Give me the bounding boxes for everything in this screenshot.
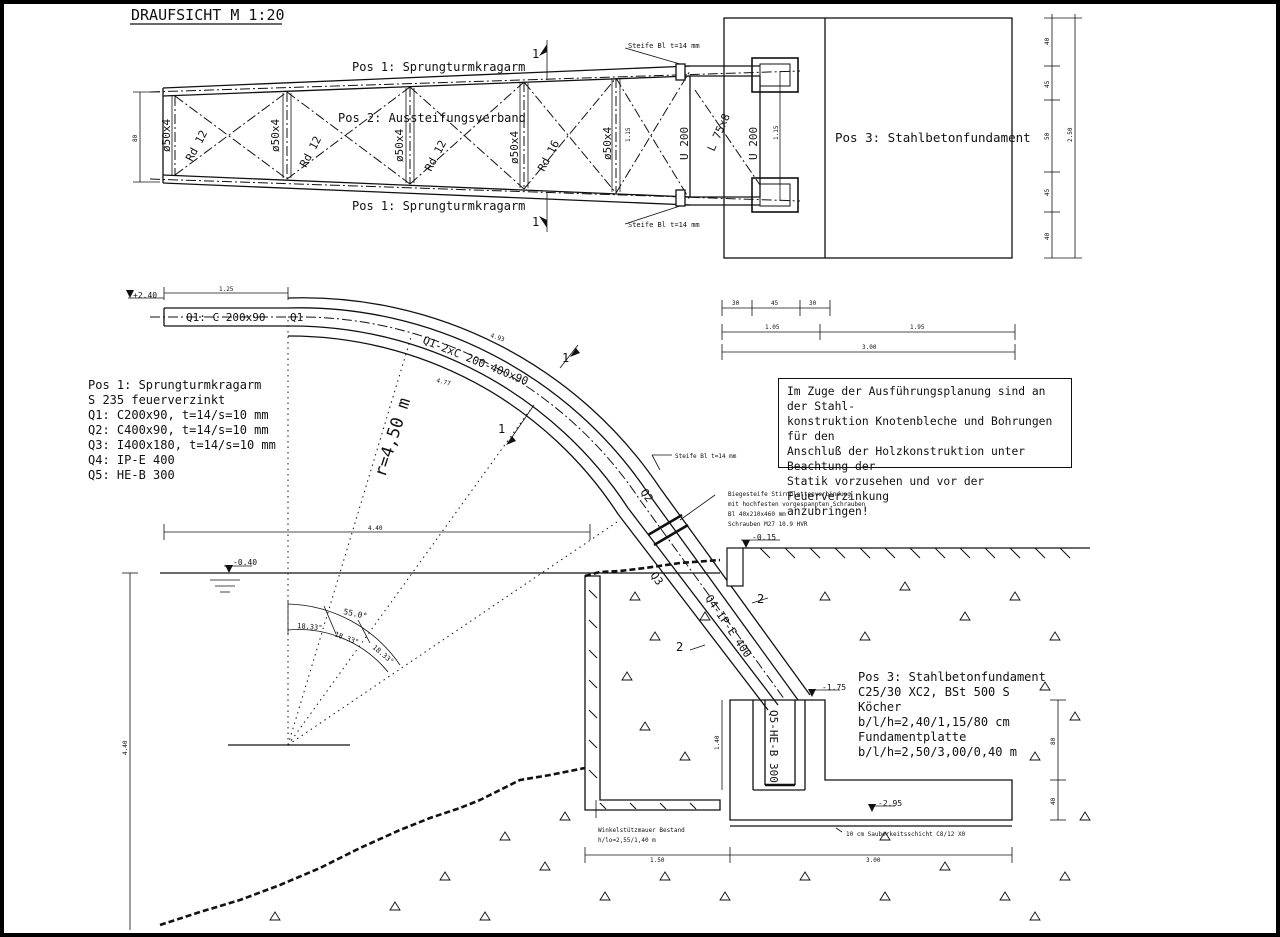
svg-text:Schrauben M27 10.9 HVR: Schrauben M27 10.9 HVR <box>728 521 808 528</box>
svg-text:40: 40 <box>1044 37 1051 45</box>
plan-pos3: Pos 3: Stahlbetonfundament <box>835 130 1031 145</box>
pos3-spec-line: Fundamentplatte <box>858 730 967 744</box>
pos1-spec-line: Q5: HE-B 300 <box>88 468 175 482</box>
plan-channel-1: U 200 <box>678 127 691 160</box>
elev-plate-level: -2.95 <box>878 799 902 808</box>
pos1-spec-line: Q1: C200x90, t=14/s=10 mm <box>88 408 269 422</box>
svg-text:3.00: 3.00 <box>862 344 877 351</box>
elev-arc-length: 4.93 <box>489 332 505 343</box>
plan-pos1-top: Pos 1: Sprungturmkragarm <box>352 60 525 74</box>
svg-text:mit hochfesten vorgespannten S: mit hochfesten vorgespannten Schrauben <box>728 501 866 508</box>
drawing-title: DRAUFSICHT M 1:20 <box>131 6 285 24</box>
svg-text:30: 30 <box>732 300 740 307</box>
plan-dim-width: 1.15 <box>625 127 632 142</box>
pos1-spec: Pos 1: Sprungturmkragarm S 235 feuerverz… <box>88 378 276 483</box>
elev-blinding: 10 cm Sauberkeitsschicht C8/12 X0 <box>846 831 966 838</box>
elev-dim-bottom-b: 3.00 <box>866 857 881 864</box>
elev-section-mark-1a: 1 <box>562 351 569 365</box>
pos1-spec-line: Q3: I400x180, t=14/s=10 mm <box>88 438 276 452</box>
pos3-spec-line: Köcher <box>858 700 902 714</box>
plan-tube-1: ø50x4 <box>160 119 173 152</box>
elev-left-height: 4.40 <box>122 740 129 755</box>
svg-text:45: 45 <box>771 300 779 307</box>
elev-q1-label-b: Q1 <box>290 311 303 324</box>
plan-rod-4: Rd 16 <box>535 138 562 173</box>
elev-section-mark-2a: 2 <box>757 592 764 606</box>
plan-rod-3: Rd 12 <box>422 138 449 173</box>
elev-q3: Q3 <box>648 569 666 587</box>
elev-angle-2: 18.33° <box>333 630 360 646</box>
elev-dim-140: 1.40 <box>714 735 721 750</box>
elev-angle-1: 18.33° <box>297 622 323 632</box>
elev-section-mark-1b: 1 <box>498 422 505 436</box>
pos1-spec-line: Pos 1: Sprungturmkragarm <box>88 378 262 392</box>
elev-angle-total: 55.0° <box>343 607 368 621</box>
plan-stiffener-bottom: Steife Bl t=14 mm <box>628 221 700 229</box>
elev-q5: Q5-HE-B 300 <box>767 710 780 783</box>
elev-dim-top: 1.25 <box>219 286 234 293</box>
pos1-spec-line: Q4: IP-E 400 <box>88 453 175 467</box>
elev-stiffener: Steife Bl t=14 mm <box>675 453 737 460</box>
svg-text:Bl 40x210x460 mm: Bl 40x210x460 mm <box>728 511 786 518</box>
top-dim-texts: 30 45 30 1.05 1.95 3.00 <box>732 300 925 351</box>
elev-dim-span: 4.40 <box>368 525 383 532</box>
pos3-spec: Pos 3: Stahlbetonfundament C25/30 XC2, B… <box>858 670 1046 760</box>
svg-text:1.05: 1.05 <box>765 324 780 331</box>
elev-arc-length-inner: 4.77 <box>435 377 451 388</box>
svg-text:1.15: 1.15 <box>773 125 780 140</box>
plan-view <box>133 14 1082 259</box>
plan-rod-1: Rd 12 <box>183 128 210 163</box>
elev-wall-label-b: h/lo=2,55/1,40 m <box>598 837 656 844</box>
plan-channel-2: U 200 <box>747 127 760 160</box>
elev-wall-label-a: Winkelstützmauer Bestand <box>598 827 685 834</box>
pos1-spec-line: Q2: C400x90, t=14/s=10 mm <box>88 423 269 437</box>
elev-socket-level: -1.75 <box>822 683 846 692</box>
construction-note: Im Zuge der Ausführungsplanung sind an d… <box>778 378 1072 518</box>
plan-tube-5: ø50x4 <box>601 127 614 160</box>
elev-radius: r=4,50 m <box>371 395 415 479</box>
pos3-spec-line: Pos 3: Stahlbetonfundament <box>858 670 1046 684</box>
elev-connection-note: Biegesteife Stirnplattenverbindung mit h… <box>728 491 866 528</box>
svg-text:45: 45 <box>1044 188 1051 196</box>
elev-dim-right-a: 80 <box>1050 737 1057 745</box>
elev-q1-label: Q1: C 200x90 <box>186 311 265 324</box>
top-dimension-block <box>721 300 1016 360</box>
plan-section-mark-bottom: 1 <box>532 215 539 229</box>
svg-text:50: 50 <box>1044 132 1051 140</box>
pos3-spec-line: b/l/h=2,50/3,00/0,40 m <box>858 745 1017 759</box>
pos3-spec-line: C25/30 XC2, BSt 500 S <box>858 685 1010 699</box>
svg-text:1.95: 1.95 <box>910 324 925 331</box>
plan-dims-right: 40 45 50 45 40 2.50 80 1.15 1.15 <box>132 37 1074 240</box>
elev-ground-level: -0.15 <box>752 533 776 542</box>
plan-tube-3: ø50x4 <box>393 129 406 162</box>
plan-tube-4: ø50x4 <box>508 131 521 164</box>
elev-angle-3: 18.33° <box>371 643 396 665</box>
elev-top-level: +2.40 <box>133 291 157 300</box>
elev-water-level: -0.40 <box>233 558 257 567</box>
plan-pos1-bottom: Pos 1: Sprungturmkragarm <box>352 199 525 213</box>
plan-angle: L 75x8 <box>705 112 733 154</box>
elev-section-mark-2b: 2 <box>676 640 683 654</box>
pos1-spec-line: S 235 feuerverzinkt <box>88 393 226 407</box>
svg-text:40: 40 <box>1044 232 1051 240</box>
svg-text:Biegesteife Stirnplattenverbin: Biegesteife Stirnplattenverbindung <box>728 491 851 498</box>
elev-q4: Q4-IP-E 400 <box>703 592 755 660</box>
elevation-view <box>122 287 1091 930</box>
plan-stiffener-top: Steife Bl t=14 mm <box>628 42 700 50</box>
pos3-spec-line: b/l/h=2,40/1,15/80 cm <box>858 715 1010 729</box>
elev-dim-bottom-a: 1.50 <box>650 857 665 864</box>
plan-dim-total: 2.50 <box>1067 127 1074 142</box>
plan-dim-left: 80 <box>132 134 139 142</box>
plan-rod-2: Rd 12 <box>297 134 324 169</box>
plan-tube-2: ø50x4 <box>269 119 282 152</box>
plan-section-mark-top: 1 <box>532 47 539 61</box>
svg-text:45: 45 <box>1044 80 1051 88</box>
svg-text:30: 30 <box>809 300 817 307</box>
elev-dim-right-b: 40 <box>1050 797 1057 805</box>
plan-pos2: Pos 2: Aussteifungsverband <box>338 111 526 125</box>
elev-q2: Q2 <box>638 486 656 504</box>
